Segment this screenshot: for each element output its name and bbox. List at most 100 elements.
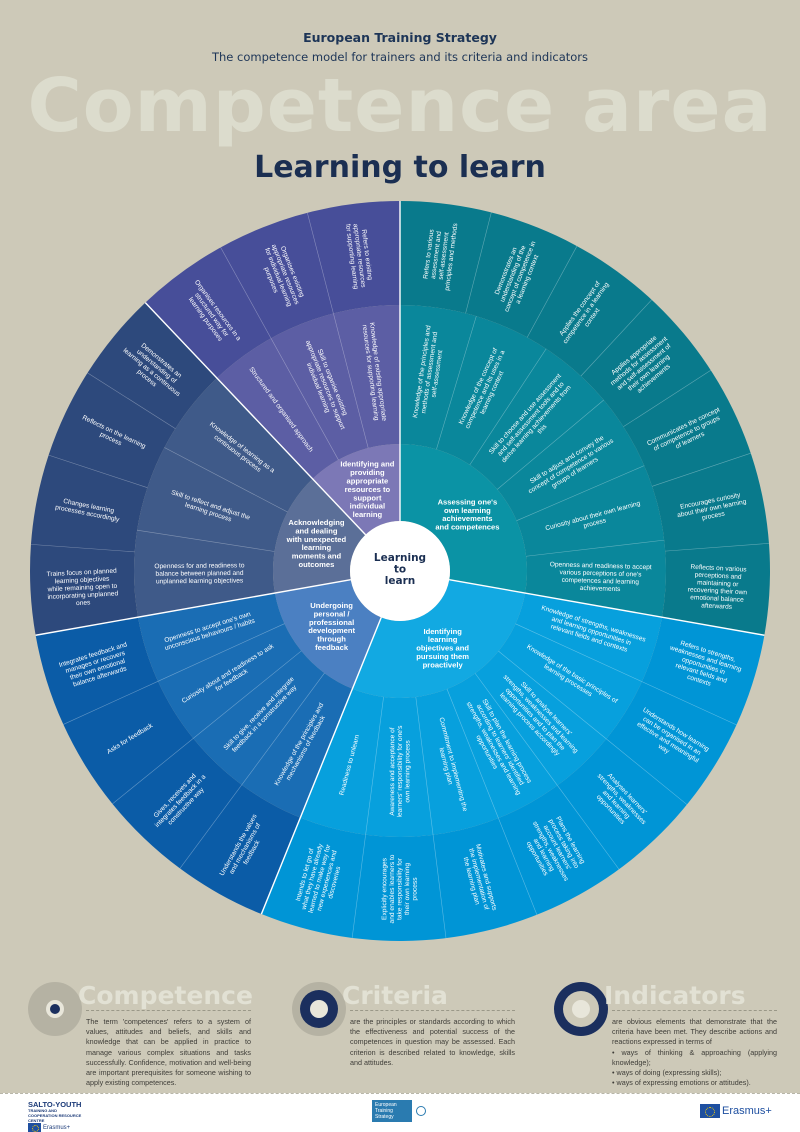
legend-text-intro: are obvious elements that demonstrate th… [612,1017,777,1047]
legend-bullet: • ways of thinking & approaching (applyi… [612,1047,777,1067]
criteria-divider [157,623,285,682]
legend-title: Competence [78,981,253,1010]
watermark-competence-area: Competence area [27,63,773,149]
criteria-ring-segment [138,593,353,818]
category-segment [400,444,527,594]
divider [350,1010,515,1011]
salto-youth-logo: SALTO-YOUTH TRAINING AND COOPERATION RES… [28,1101,83,1132]
criteria-divider [497,399,604,490]
org-title: European Training Strategy [303,30,497,45]
criteria-ring-segment [400,305,666,618]
indicator-divider [580,299,652,377]
criterion-label: Openness and readiness to acceptvarious … [549,561,652,594]
indicator-label: Organises existingappropriate resourcesf… [256,241,308,312]
salto-name: SALTO-YOUTH [28,1100,82,1109]
indicator-label: Reflects on variousperceptions andmainta… [687,564,749,612]
criteria-divider [193,650,302,739]
category-divider [144,302,367,536]
indicator-divider [606,738,688,805]
category-segment [312,444,400,535]
category-segment [274,579,382,689]
criteria-ring-segment [134,378,313,618]
indicator-divider [557,785,620,870]
indicator-divider [220,247,272,339]
salto-sub: TRAINING AND COOPERATION RESOURCE CENTRE [28,1108,82,1123]
indicator-divider [112,738,194,805]
indicators-ring-segment [30,302,217,636]
network-node-icon [416,1106,426,1116]
criteria-divider [137,529,275,552]
category-segment [352,579,526,698]
indicator-divider [30,544,135,553]
criteria-divider [526,539,665,557]
indicator-divider [179,784,243,869]
criteria-divider [241,672,325,786]
legend-bullet: • ways of doing (expressing skills); [612,1068,722,1078]
criteria-ring-icon [292,982,346,1036]
salto-erasmus: Erasmus+ [43,1125,71,1132]
indicator-divider [652,452,751,487]
legend-text: are obvious elements that demonstrate th… [612,1017,777,1088]
indicators-ring-segment [145,201,400,379]
criteria-divider [333,313,369,449]
ets-logo: European Training Strategy [372,1100,412,1122]
category-divider [260,617,382,915]
competence-ring-icon [28,982,82,1036]
erasmus-logo: Erasmus+ [700,1104,772,1118]
criteria-divider [415,696,434,835]
criterion-label: Awareness and acceptance oflearners' res… [389,725,411,818]
legend-bullets: • ways of thinking & approaching (applyi… [612,1048,777,1089]
criteria-divider [164,447,288,513]
indicator-label: Trains focus on plannedlearning objectiv… [46,568,119,609]
footer: SALTO-YOUTH TRAINING AND COOPERATION RES… [0,1093,800,1132]
criterion-label: Openness for and readiness tobalance bet… [154,562,245,585]
indicator-divider [526,245,578,338]
erasmus-text: Erasmus+ [722,1104,772,1117]
category-divider [35,578,351,636]
indicators-ring-icon [554,982,608,1036]
indicators-ring-segment [400,201,770,636]
indicator-divider [641,681,737,726]
legend-bullet: • ways of expressing emotions or attitud… [612,1078,751,1088]
criteria-divider [270,338,339,461]
legend-text: The term 'competences' refers to a syste… [86,1017,251,1088]
criteria-divider [365,696,384,835]
category-divider [449,578,765,636]
divider [86,1010,251,1011]
page-title: Learning to learn [254,150,546,185]
eu-flag-icon [700,1104,720,1118]
category-segment [273,478,366,594]
indicator-divider [307,212,334,314]
indicators-ring-segment [261,617,765,942]
divider [612,1010,777,1011]
criteria-divider [498,650,607,740]
criteria-divider [474,673,558,786]
criteria-divider [515,623,643,682]
indicator-divider [48,454,148,488]
criteria-divider [516,465,645,521]
indicator-divider [87,372,176,429]
legend-title: Criteria [342,981,448,1010]
criteria-divider [436,316,477,450]
indicator-divider [63,681,159,725]
indicator-divider [665,543,769,552]
criteria-ring-segment [216,305,400,479]
indicator-divider [465,212,492,314]
legend-text: are the principles or standards accordin… [350,1017,515,1067]
criteria-divider [446,688,499,819]
indicators-ring-segment [35,617,301,915]
indicator-label: Explicitly encouragesand enables learner… [381,854,419,923]
criteria-divider [469,348,547,466]
center-circle [350,521,450,621]
criteria-ring-segment [300,593,662,837]
indicator-divider [351,834,366,938]
indicator-divider [498,818,538,915]
legend-title: Indicators [604,981,746,1010]
